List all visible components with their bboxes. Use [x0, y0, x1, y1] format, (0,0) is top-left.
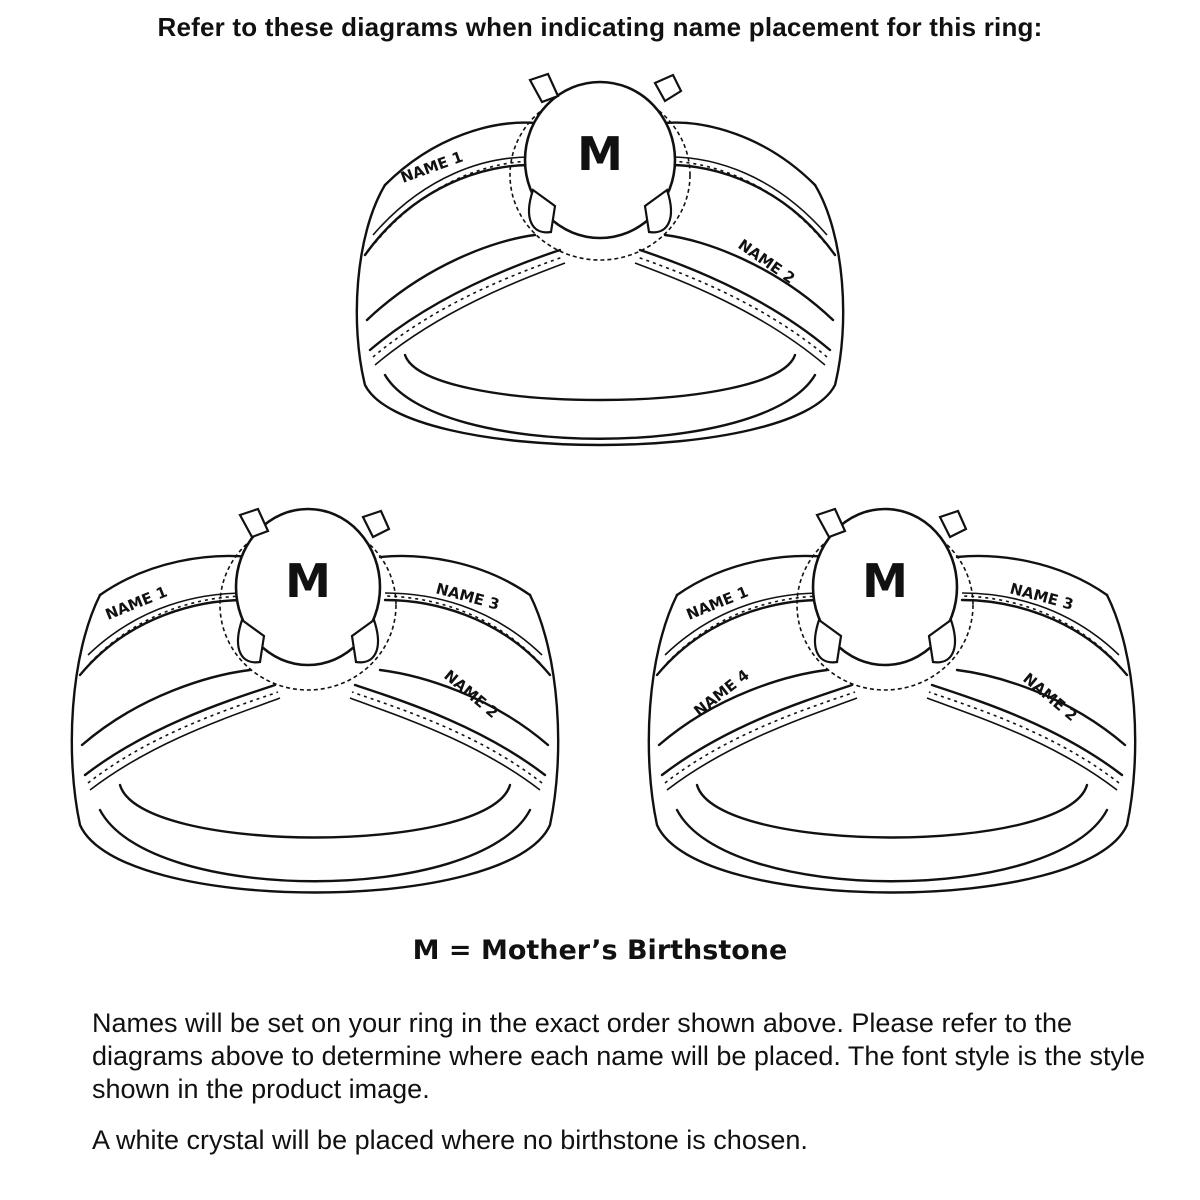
stone-label: M [285, 554, 331, 608]
crystal-note: A white crystal will be placed where no … [92, 1125, 808, 1155]
name-2-label: NAME 2 [440, 666, 501, 722]
stone-label: M [862, 554, 908, 608]
stone-legend: M = Mother’s Birthstone [412, 935, 788, 966]
ring-diagram-four-names: M NAME 1 NAME 3 NAME 4 NAME 2 [637, 505, 1147, 925]
placement-note: Names will be set on your ring in the ex… [92, 1008, 1146, 1104]
stone-label: M [577, 127, 623, 181]
name-2-label: NAME 2 [735, 236, 799, 288]
ring-diagram-two-names: M NAME 1 NAME 2 [345, 65, 855, 485]
page-title: Refer to these diagrams when indicating … [157, 12, 1043, 42]
name-2-label: NAME 2 [1019, 669, 1080, 725]
name-3-label: NAME 3 [1008, 579, 1075, 613]
ring-diagram-three-names: M NAME 1 NAME 3 NAME 2 [60, 505, 570, 925]
